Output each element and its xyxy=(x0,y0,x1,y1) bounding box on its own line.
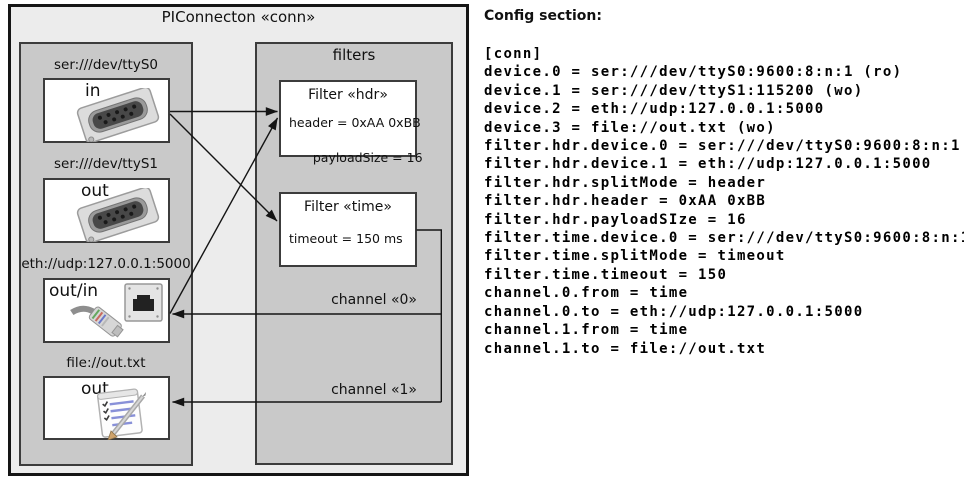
config-line: channel.0.to = eth://udp:127.0.0.1:5000 xyxy=(484,303,864,320)
config-line: filter.time.device.0 = ser:///dev/ttyS0:… xyxy=(484,230,964,247)
device-box-eth: out/in xyxy=(43,278,170,343)
config-line: filter.hdr.splitMode = header xyxy=(484,174,767,191)
channel-0-label: channel «0» xyxy=(331,292,417,308)
filter-box-hdr: Filter «hdr» header = 0xAA 0xBB payloadS… xyxy=(279,80,423,165)
config-section-title: Config section: xyxy=(484,8,602,24)
config-line: channel.0.from = time xyxy=(484,285,689,302)
ethernet-icon xyxy=(70,283,163,338)
config-line: filter.hdr.payloadSIze = 16 xyxy=(484,211,747,228)
notepad-icon xyxy=(96,388,146,440)
filter-title: Filter «hdr» xyxy=(308,87,388,103)
device-box-ttys1: out xyxy=(43,178,170,243)
serial-connector-icon xyxy=(76,188,160,242)
config-line: channel.1.from = time xyxy=(484,322,689,339)
device-direction: in xyxy=(85,81,101,101)
device-box-file: out xyxy=(43,376,170,440)
filters-group-title: filters xyxy=(332,46,376,64)
config-line: device.3 = file://out.txt (wo) xyxy=(484,119,776,136)
device-label-eth: eth://udp:127.0.0.1:5000 xyxy=(21,256,191,272)
config-line: device.0 = ser:///dev/ttyS0:9600:8:n:1 (… xyxy=(484,64,903,81)
filter-param: header = 0xAA 0xBB xyxy=(289,115,421,130)
device-label-ttys1: ser:///dev/ttyS1 xyxy=(54,156,158,172)
config-line: channel.1.to = file://out.txt xyxy=(484,340,767,357)
channel-1-label: channel «1» xyxy=(331,382,417,398)
config-line: device.1 = ser:///dev/ttyS1:115200 (wo) xyxy=(484,82,864,99)
config-line: filter.time.splitMode = timeout xyxy=(484,248,786,265)
serial-connector-icon xyxy=(76,88,160,142)
diagram-title: PIConnecton «conn» xyxy=(161,8,316,26)
config-line: device.2 = eth://udp:127.0.0.1:5000 xyxy=(484,101,825,118)
filter-params: timeout = 150 ms xyxy=(289,230,403,248)
config-line: filter.time.timeout = 150 xyxy=(484,266,728,283)
device-direction: out/in xyxy=(49,281,99,301)
filter-param: timeout = 150 ms xyxy=(289,231,403,246)
filter-params: header = 0xAA 0xBB payloadSize = 16 xyxy=(289,114,423,167)
device-label-ttys0: ser:///dev/ttyS0 xyxy=(54,57,158,73)
device-label-file: file://out.txt xyxy=(66,355,146,371)
config-line: filter.hdr.device.0 = ser:///dev/ttyS0:9… xyxy=(484,138,961,155)
config-line: filter.hdr.device.1 = eth://udp:127.0.0.… xyxy=(484,156,932,173)
filter-title: Filter «time» xyxy=(304,199,392,215)
config-line: filter.hdr.header = 0xAA 0xBB xyxy=(484,193,767,210)
filter-param: payloadSize = 16 xyxy=(312,150,423,165)
config-lines: [conn] device.0 = ser:///dev/ttyS0:9600:8… xyxy=(484,45,964,358)
device-box-ttys0: in xyxy=(43,78,170,143)
device-direction: out xyxy=(81,181,109,201)
filter-box-time: Filter «time» timeout = 150 ms xyxy=(279,192,417,267)
config-line: [conn] xyxy=(484,46,543,62)
